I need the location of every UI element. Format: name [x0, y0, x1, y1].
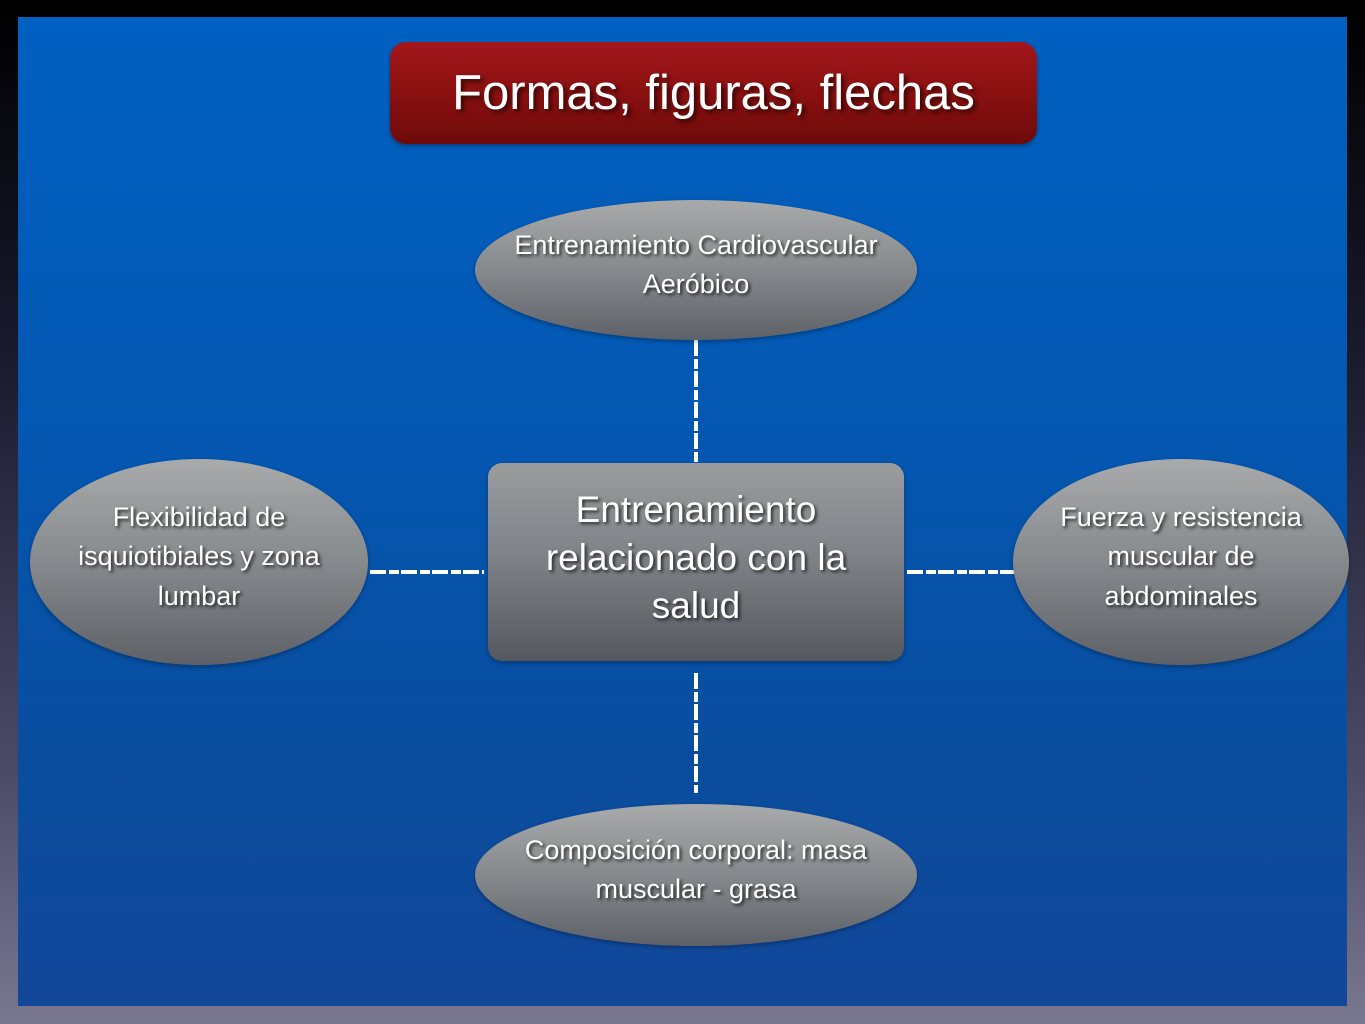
node-center-line: Entrenamiento — [575, 488, 817, 530]
node-flexibility-line: isquiotibiales y zona — [78, 541, 320, 572]
node-strength-line: abdominales — [1104, 580, 1258, 611]
node-body-composition-line: Composición corporal: masa — [524, 834, 868, 865]
node-center-label: Entrenamiento relacionado con la salud — [546, 486, 846, 630]
node-cardiovascular-line: Entrenamiento Cardiovascular — [514, 229, 878, 260]
node-center: Entrenamiento relacionado con la salud — [488, 463, 904, 661]
node-body-composition-label: Composición corporal: masa muscular - gr… — [525, 831, 867, 909]
node-center-line: relacionado con la — [545, 536, 847, 578]
node-flexibility-line: Flexibilidad de — [112, 502, 286, 533]
node-body-composition-line: muscular - grasa — [595, 874, 797, 904]
slide: Formas, figuras, flechas Entrenamiento C… — [18, 17, 1349, 1006]
node-cardiovascular-line: Aeróbico — [642, 269, 750, 299]
page-title: Formas, figuras, flechas — [452, 66, 975, 120]
node-cardiovascular-label: Entrenamiento Cardiovascular Aeróbico — [514, 226, 877, 304]
node-cardiovascular: Entrenamiento Cardiovascular Aeróbico — [475, 200, 917, 340]
title-banner: Formas, figuras, flechas — [390, 42, 1037, 144]
node-flexibility-label: Flexibilidad de isquiotibiales y zona lu… — [78, 498, 320, 615]
node-strength: Fuerza y resistencia muscular de abdomin… — [1013, 459, 1349, 665]
node-strength-label: Fuerza y resistencia muscular de abdomin… — [1060, 498, 1302, 615]
node-body-composition: Composición corporal: masa muscular - gr… — [475, 804, 917, 946]
node-strength-line: Fuerza y resistencia — [1060, 502, 1302, 533]
node-flexibility: Flexibilidad de isquiotibiales y zona lu… — [30, 459, 368, 665]
node-flexibility-line: lumbar — [157, 580, 241, 611]
node-center-line: salud — [651, 585, 741, 627]
node-strength-line: muscular de — [1107, 541, 1255, 572]
